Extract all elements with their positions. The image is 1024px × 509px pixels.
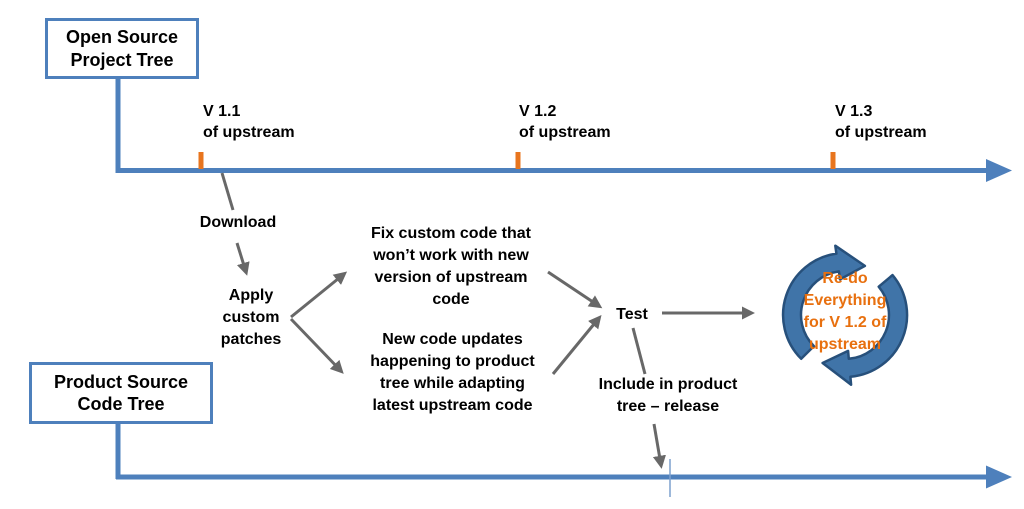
step-download: Download [199, 214, 277, 231]
step-fix-custom-code: Fix custom code that won’t work with new… [370, 225, 532, 308]
redo-cycle-label: Re-do Everything for V 1.2 of upstream [803, 270, 887, 353]
arrow-fix-to-test [547, 270, 603, 309]
arrow-apply-to-new [289, 317, 344, 374]
connector-timeline-to-download [220, 172, 235, 211]
redo-cycle-left-arrow [781, 244, 867, 361]
version-label-v1-3: V 1.3 of upstream [835, 103, 927, 141]
arrow-new-to-test [551, 314, 602, 375]
step-include-in-product-tree: Include in product tree – release [598, 376, 738, 415]
open-source-tree-box: Open Source Project Tree [45, 18, 199, 79]
version-label-v1-2: V 1.2 of upstream [519, 103, 611, 141]
connector-test-to-include [631, 327, 647, 375]
redo-cycle-right-arrow [821, 273, 909, 386]
arrow-apply-to-fix [290, 271, 348, 319]
arrow-download-to-apply [235, 242, 250, 276]
step-apply-custom-patches: Apply custom patches [220, 287, 282, 348]
upstream-timeline-arrowhead [986, 159, 1012, 182]
step-test: Test [616, 306, 648, 323]
step-new-code-updates: New code updates happening to product tr… [370, 331, 535, 414]
product-source-tree-box: Product Source Code Tree [29, 362, 213, 424]
redo-cycle-icon [781, 244, 909, 386]
arrow-include-to-timeline [652, 423, 666, 469]
product-timeline-arrowhead [986, 465, 1012, 489]
version-label-v1-1: V 1.1 of upstream [203, 103, 295, 141]
